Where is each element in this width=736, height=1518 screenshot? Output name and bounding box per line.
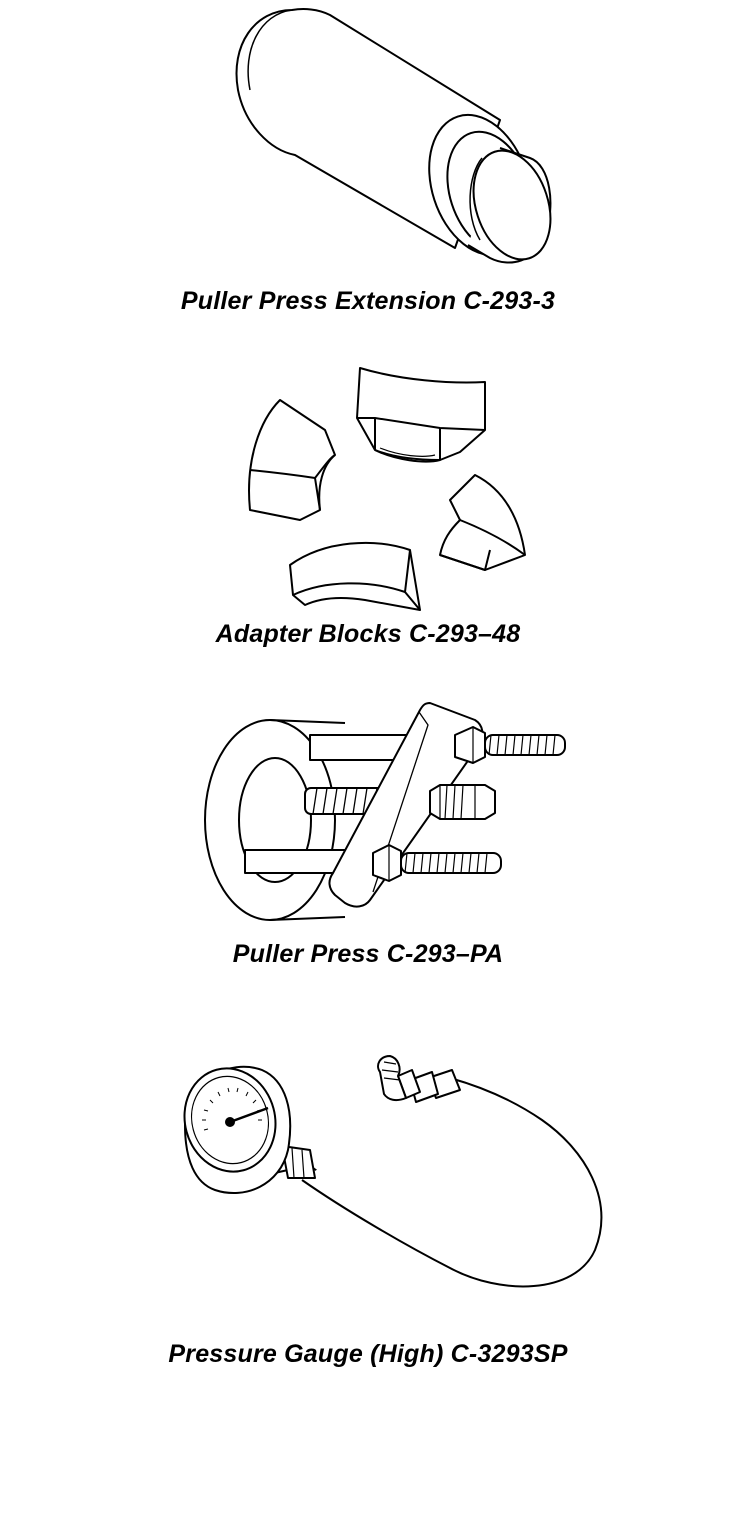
puller-press-icon [195,695,595,925]
tool-pressure-gauge: Pressure Gauge (High) C-3293SP [0,1040,736,1400]
caption-adapter-blocks: Adapter Blocks C-293–48 [215,620,521,648]
caption-puller-press-extension: Puller Press Extension C-293-3 [180,287,556,315]
pressure-gauge-icon [170,1050,610,1300]
tool-puller-press-extension: Puller Press Extension C-293-3 [0,0,736,330]
caption-puller-press: Puller Press C-293–PA [232,940,504,968]
caption-pressure-gauge: Pressure Gauge (High) C-3293SP [168,1340,568,1368]
tool-puller-press: Puller Press C-293–PA [0,665,736,985]
puller-press-extension-icon [200,0,600,270]
adapter-blocks-icon [235,360,555,620]
tool-adapter-blocks: Adapter Blocks C-293–48 [0,330,736,665]
